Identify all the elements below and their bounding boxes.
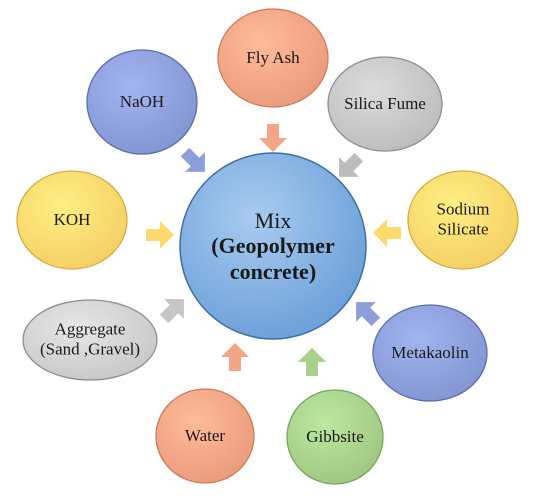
node-label-silica-fume: Silica Fume: [344, 94, 426, 114]
node-label-aggregate: Aggregate(Sand ,Gravel): [40, 320, 140, 361]
center-label-line3: concrete): [229, 258, 317, 284]
arrow-fly-ash: [259, 124, 287, 152]
node-label-gibbsite: Gibbsite: [306, 427, 364, 447]
node-water: [155, 388, 255, 484]
node-naoh: [86, 49, 198, 155]
node-label-naoh: NaOH: [120, 92, 164, 112]
node-label-line: Water: [184, 425, 226, 445]
node-label-line: Fly Ash: [246, 47, 300, 67]
node-sodium-silicate: [407, 170, 519, 270]
node-label-line: KOH: [53, 209, 91, 229]
center-label-line2: (Geopolymer: [211, 233, 335, 259]
node-label-line: Gibbsite: [306, 426, 364, 446]
node-gibbsite: [286, 389, 384, 485]
arrow-naoh: [180, 147, 205, 172]
center-node: [179, 152, 367, 340]
arrow-gibbsite: [298, 348, 326, 376]
node-silica-fume: [327, 56, 443, 152]
node-label-line: (Sand ,Gravel): [39, 340, 141, 359]
center-label: Mix (Geopolymer concrete): [211, 208, 334, 284]
node-label-metakaolin: Metakaolin: [391, 343, 468, 363]
node-label-water: Water: [185, 426, 225, 446]
node-fly-ash: [217, 8, 329, 108]
node-label-fly-ash: Fly Ash: [246, 48, 299, 68]
node-label-line: Metakaolin: [391, 342, 469, 362]
node-label-line: Silica Fume: [344, 93, 426, 113]
arrow-metakaolin: [356, 302, 381, 327]
node-label-line: Aggregate: [54, 319, 126, 339]
arrow-sodium-silicate: [373, 219, 401, 247]
node-aggregate: [22, 299, 158, 381]
node-koh: [16, 170, 128, 270]
node-label-line: Silicate: [437, 220, 489, 239]
node-label-koh: KOH: [54, 210, 91, 230]
node-label-line: Sodium: [436, 199, 490, 219]
arrow-water: [221, 343, 249, 371]
arrow-aggregate: [159, 299, 184, 324]
node-label-line: NaOH: [119, 91, 165, 111]
node-metakaolin: [372, 304, 488, 402]
arrow-koh: [146, 221, 174, 249]
arrow-silica-fume: [339, 152, 364, 177]
center-label-line1: Mix: [254, 208, 292, 234]
